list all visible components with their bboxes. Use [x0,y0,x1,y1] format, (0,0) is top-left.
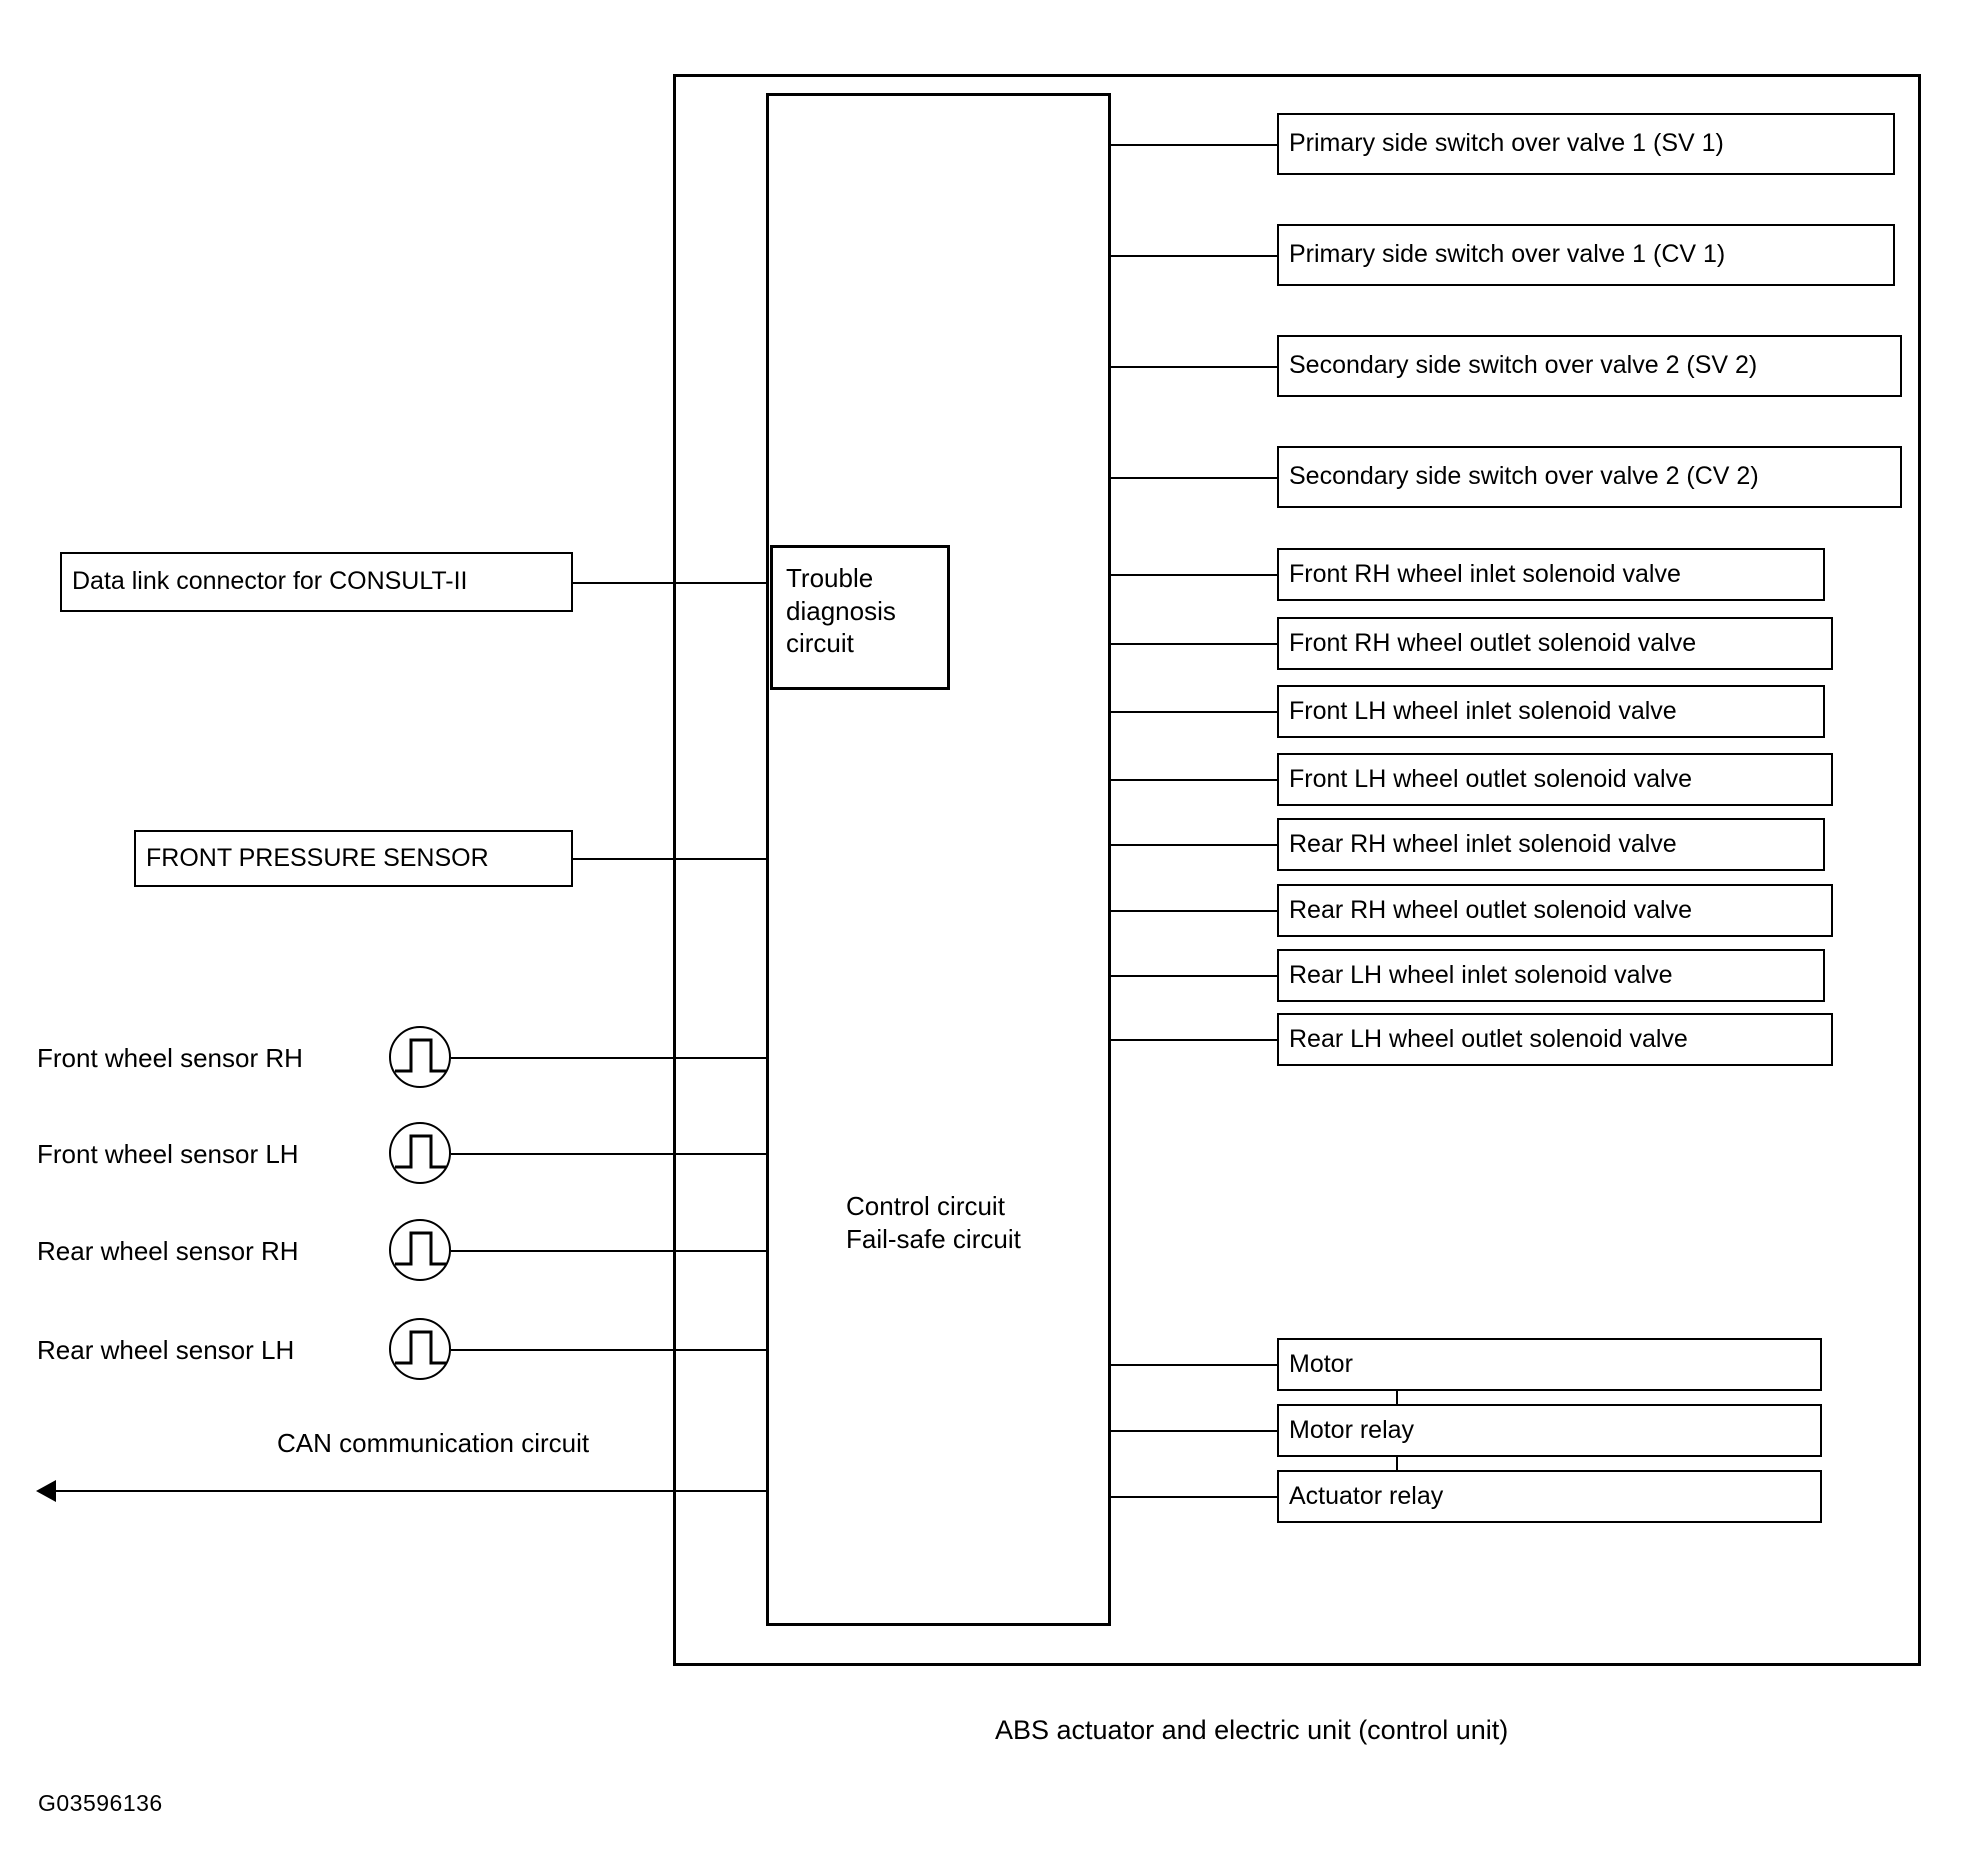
valve-box-sv2: Secondary side switch over valve 2 (SV 2… [1277,335,1902,397]
front-pressure-sensor-box: FRONT PRESSURE SENSOR [134,830,573,887]
control-circuit-line1: Control circuit [846,1191,1005,1221]
square-wave-icon-0 [389,1026,451,1088]
wheel-sensor-label-0: Front wheel sensor RH [37,1043,303,1073]
solenoid-label-7: Rear LH wheel outlet solenoid valve [1289,1024,1688,1053]
solenoid-label-6: Rear LH wheel inlet solenoid valve [1289,960,1673,989]
connector-solenoid-7 [1111,1039,1277,1041]
solenoid-label-0: Front RH wheel inlet solenoid valve [1289,559,1681,588]
figure-code: G03596136 [38,1790,163,1816]
solenoid-label-4: Rear RH wheel inlet solenoid valve [1289,829,1677,858]
data-link-connector-box: Data link connector for CONSULT-II [60,552,573,612]
connector-sv2 [1111,366,1277,368]
valve-label-sv2: Secondary side switch over valve 2 (SV 2… [1289,351,1758,380]
connector-data-link [573,582,766,584]
solenoid-label-3: Front LH wheel outlet solenoid valve [1289,764,1693,793]
connector-wheel-sensor-3 [451,1349,766,1351]
motor-label: Motor [1289,1349,1353,1378]
connector-solenoid-2 [1111,711,1277,713]
front-pressure-sensor-label: FRONT PRESSURE SENSOR [146,843,489,872]
actuator-relay-box: Actuator relay [1277,1470,1822,1523]
motor-relay-box: Motor relay [1277,1404,1822,1457]
connector-solenoid-6 [1111,975,1277,977]
valve-label-cv2: Secondary side switch over valve 2 (CV 2… [1289,462,1759,491]
valve-box-cv2: Secondary side switch over valve 2 (CV 2… [1277,446,1902,508]
control-circuit-label: Control circuit Fail-safe circuit [846,1190,1106,1255]
connector-wheel-sensor-2 [451,1250,766,1252]
square-wave-icon-2 [389,1219,451,1281]
trouble-diagnosis-line2: diagnosis [786,595,896,626]
trouble-diagnosis-label: Trouble diagnosis circuit [786,562,951,660]
can-arrow-icon [36,1480,56,1502]
valve-box-cv1: Primary side switch over valve 1 (CV 1) [1277,224,1895,286]
connector-front-pressure-sensor [573,858,766,860]
valve-label-cv1: Primary side switch over valve 1 (CV 1) [1289,240,1726,269]
solenoid-box-2: Front LH wheel inlet solenoid valve [1277,685,1825,738]
connector-solenoid-1 [1111,643,1277,645]
solenoid-box-4: Rear RH wheel inlet solenoid valve [1277,818,1825,871]
solenoid-label-1: Front RH wheel outlet solenoid valve [1289,628,1697,657]
can-communication-line [55,1490,766,1492]
valve-label-sv1: Primary side switch over valve 1 (SV 1) [1289,129,1724,158]
actuator-relay-label: Actuator relay [1289,1481,1444,1510]
solenoid-label-5: Rear RH wheel outlet solenoid valve [1289,895,1692,924]
solenoid-box-1: Front RH wheel outlet solenoid valve [1277,617,1833,670]
valve-box-sv1: Primary side switch over valve 1 (SV 1) [1277,113,1895,175]
solenoid-box-0: Front RH wheel inlet solenoid valve [1277,548,1825,601]
can-communication-label: CAN communication circuit [277,1428,590,1458]
connector-cv2 [1111,477,1277,479]
connector-wheel-sensor-1 [451,1153,766,1155]
wheel-sensor-label-3: Rear wheel sensor LH [37,1335,295,1365]
solenoid-box-7: Rear LH wheel outlet solenoid valve [1277,1013,1833,1066]
connector-solenoid-3 [1111,779,1277,781]
control-circuit-box [766,93,1111,1626]
motor-box: Motor [1277,1338,1822,1391]
connector-solenoid-0 [1111,574,1277,576]
solenoid-box-5: Rear RH wheel outlet solenoid valve [1277,884,1833,937]
connector-solenoid-4 [1111,844,1277,846]
connector-motor-relay [1111,1430,1277,1432]
data-link-connector-label: Data link connector for CONSULT-II [72,567,468,596]
solenoid-box-3: Front LH wheel outlet solenoid valve [1277,753,1833,806]
trouble-diagnosis-line3: circuit [786,628,854,658]
square-wave-icon-1 [389,1122,451,1184]
solenoid-label-2: Front LH wheel inlet solenoid valve [1289,696,1677,725]
connector-actuator-relay [1111,1496,1277,1498]
connector-motor [1111,1364,1277,1366]
control-circuit-line2: Fail-safe circuit [846,1223,1021,1254]
solenoid-box-6: Rear LH wheel inlet solenoid valve [1277,949,1825,1002]
motor-relay-label: Motor relay [1289,1415,1415,1444]
wheel-sensor-label-2: Rear wheel sensor RH [37,1236,299,1266]
connector-wheel-sensor-0 [451,1057,766,1059]
connector-solenoid-5 [1111,910,1277,912]
link-motor-to-motor-relay [1396,1389,1398,1406]
square-wave-icon-3 [389,1318,451,1380]
wheel-sensor-label-1: Front wheel sensor LH [37,1139,299,1169]
trouble-diagnosis-line1: Trouble [786,563,874,593]
connector-cv1 [1111,255,1277,257]
trouble-diagnosis-circuit-box [770,545,950,690]
link-motor-relay-to-actuator-relay [1396,1455,1398,1472]
abs-actuator-unit-box [673,74,1921,1666]
diagram-caption: ABS actuator and electric unit (control … [995,1715,1509,1745]
connector-sv1 [1111,144,1277,146]
